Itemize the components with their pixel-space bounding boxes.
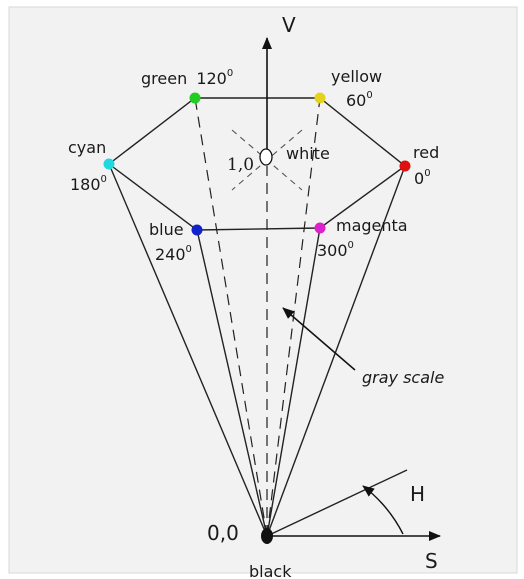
- hue-label: H: [410, 482, 425, 506]
- vertex-yellow: [314, 92, 326, 104]
- black-coord: 0,0: [207, 521, 239, 545]
- gray-scale-pointer: [282, 307, 356, 371]
- degree-sign-magenta: 0: [348, 240, 354, 251]
- vertex-angle-green: 120: [196, 69, 227, 88]
- hidden-edge-green: [194, 97, 268, 537]
- hue-angle-arc: [362, 485, 404, 535]
- vertex-angle-label-blue: 2400: [155, 244, 192, 264]
- vertex-angle-label-yellow: 600: [346, 90, 373, 110]
- vertex-name-green: green: [141, 69, 187, 88]
- vertex-name-magenta: magenta: [336, 216, 408, 235]
- white-coord: 1,0: [227, 155, 254, 175]
- black-label: black: [249, 562, 292, 579]
- vertex-cyan: [103, 158, 115, 170]
- vertex-angle-blue: 240: [155, 245, 186, 264]
- hue-reference-line: [266, 469, 408, 537]
- degree-sign-blue: 0: [186, 244, 192, 255]
- cone-edge-red: [266, 165, 406, 537]
- vertex-label-green: green 1200: [141, 68, 233, 88]
- vertex-angle-cyan: 180: [70, 175, 101, 194]
- vertex-angle-label-cyan: 1800: [70, 174, 107, 194]
- vertex-angle-magenta: 300: [317, 241, 348, 260]
- vertex-magenta: [314, 222, 326, 234]
- vertex-name-cyan: cyan: [68, 138, 106, 157]
- cone-edge-cyan: [108, 163, 268, 537]
- vertex-green: [189, 92, 201, 104]
- vertex-angle-label-magenta: 3000: [317, 240, 354, 260]
- black-point: [261, 528, 273, 544]
- gray-scale-label: gray scale: [362, 368, 444, 387]
- vertex-name-red: red: [413, 143, 439, 162]
- vertex-angle-label-red: 00: [414, 168, 431, 188]
- vertex-angle-yellow: 60: [346, 91, 366, 110]
- vertex-angle-red: 0: [414, 169, 424, 188]
- degree-sign-cyan: 0: [101, 174, 107, 185]
- white-point: [259, 148, 273, 166]
- value-axis-label: V: [282, 13, 296, 37]
- vertex-blue: [191, 224, 203, 236]
- saturation-axis-label: S: [425, 549, 438, 573]
- diagram-frame: [8, 6, 518, 574]
- cone-edge-magenta: [266, 227, 321, 537]
- vertex-name-blue: blue: [149, 220, 184, 239]
- degree-sign-yellow: 0: [366, 90, 372, 101]
- cone-edge-blue: [196, 229, 268, 537]
- white-label: white: [286, 144, 330, 163]
- vertex-name-yellow: yellow: [331, 67, 382, 86]
- degree-sign-green: 0: [227, 68, 233, 79]
- vertex-red: [399, 160, 411, 172]
- degree-sign-red: 0: [424, 168, 430, 179]
